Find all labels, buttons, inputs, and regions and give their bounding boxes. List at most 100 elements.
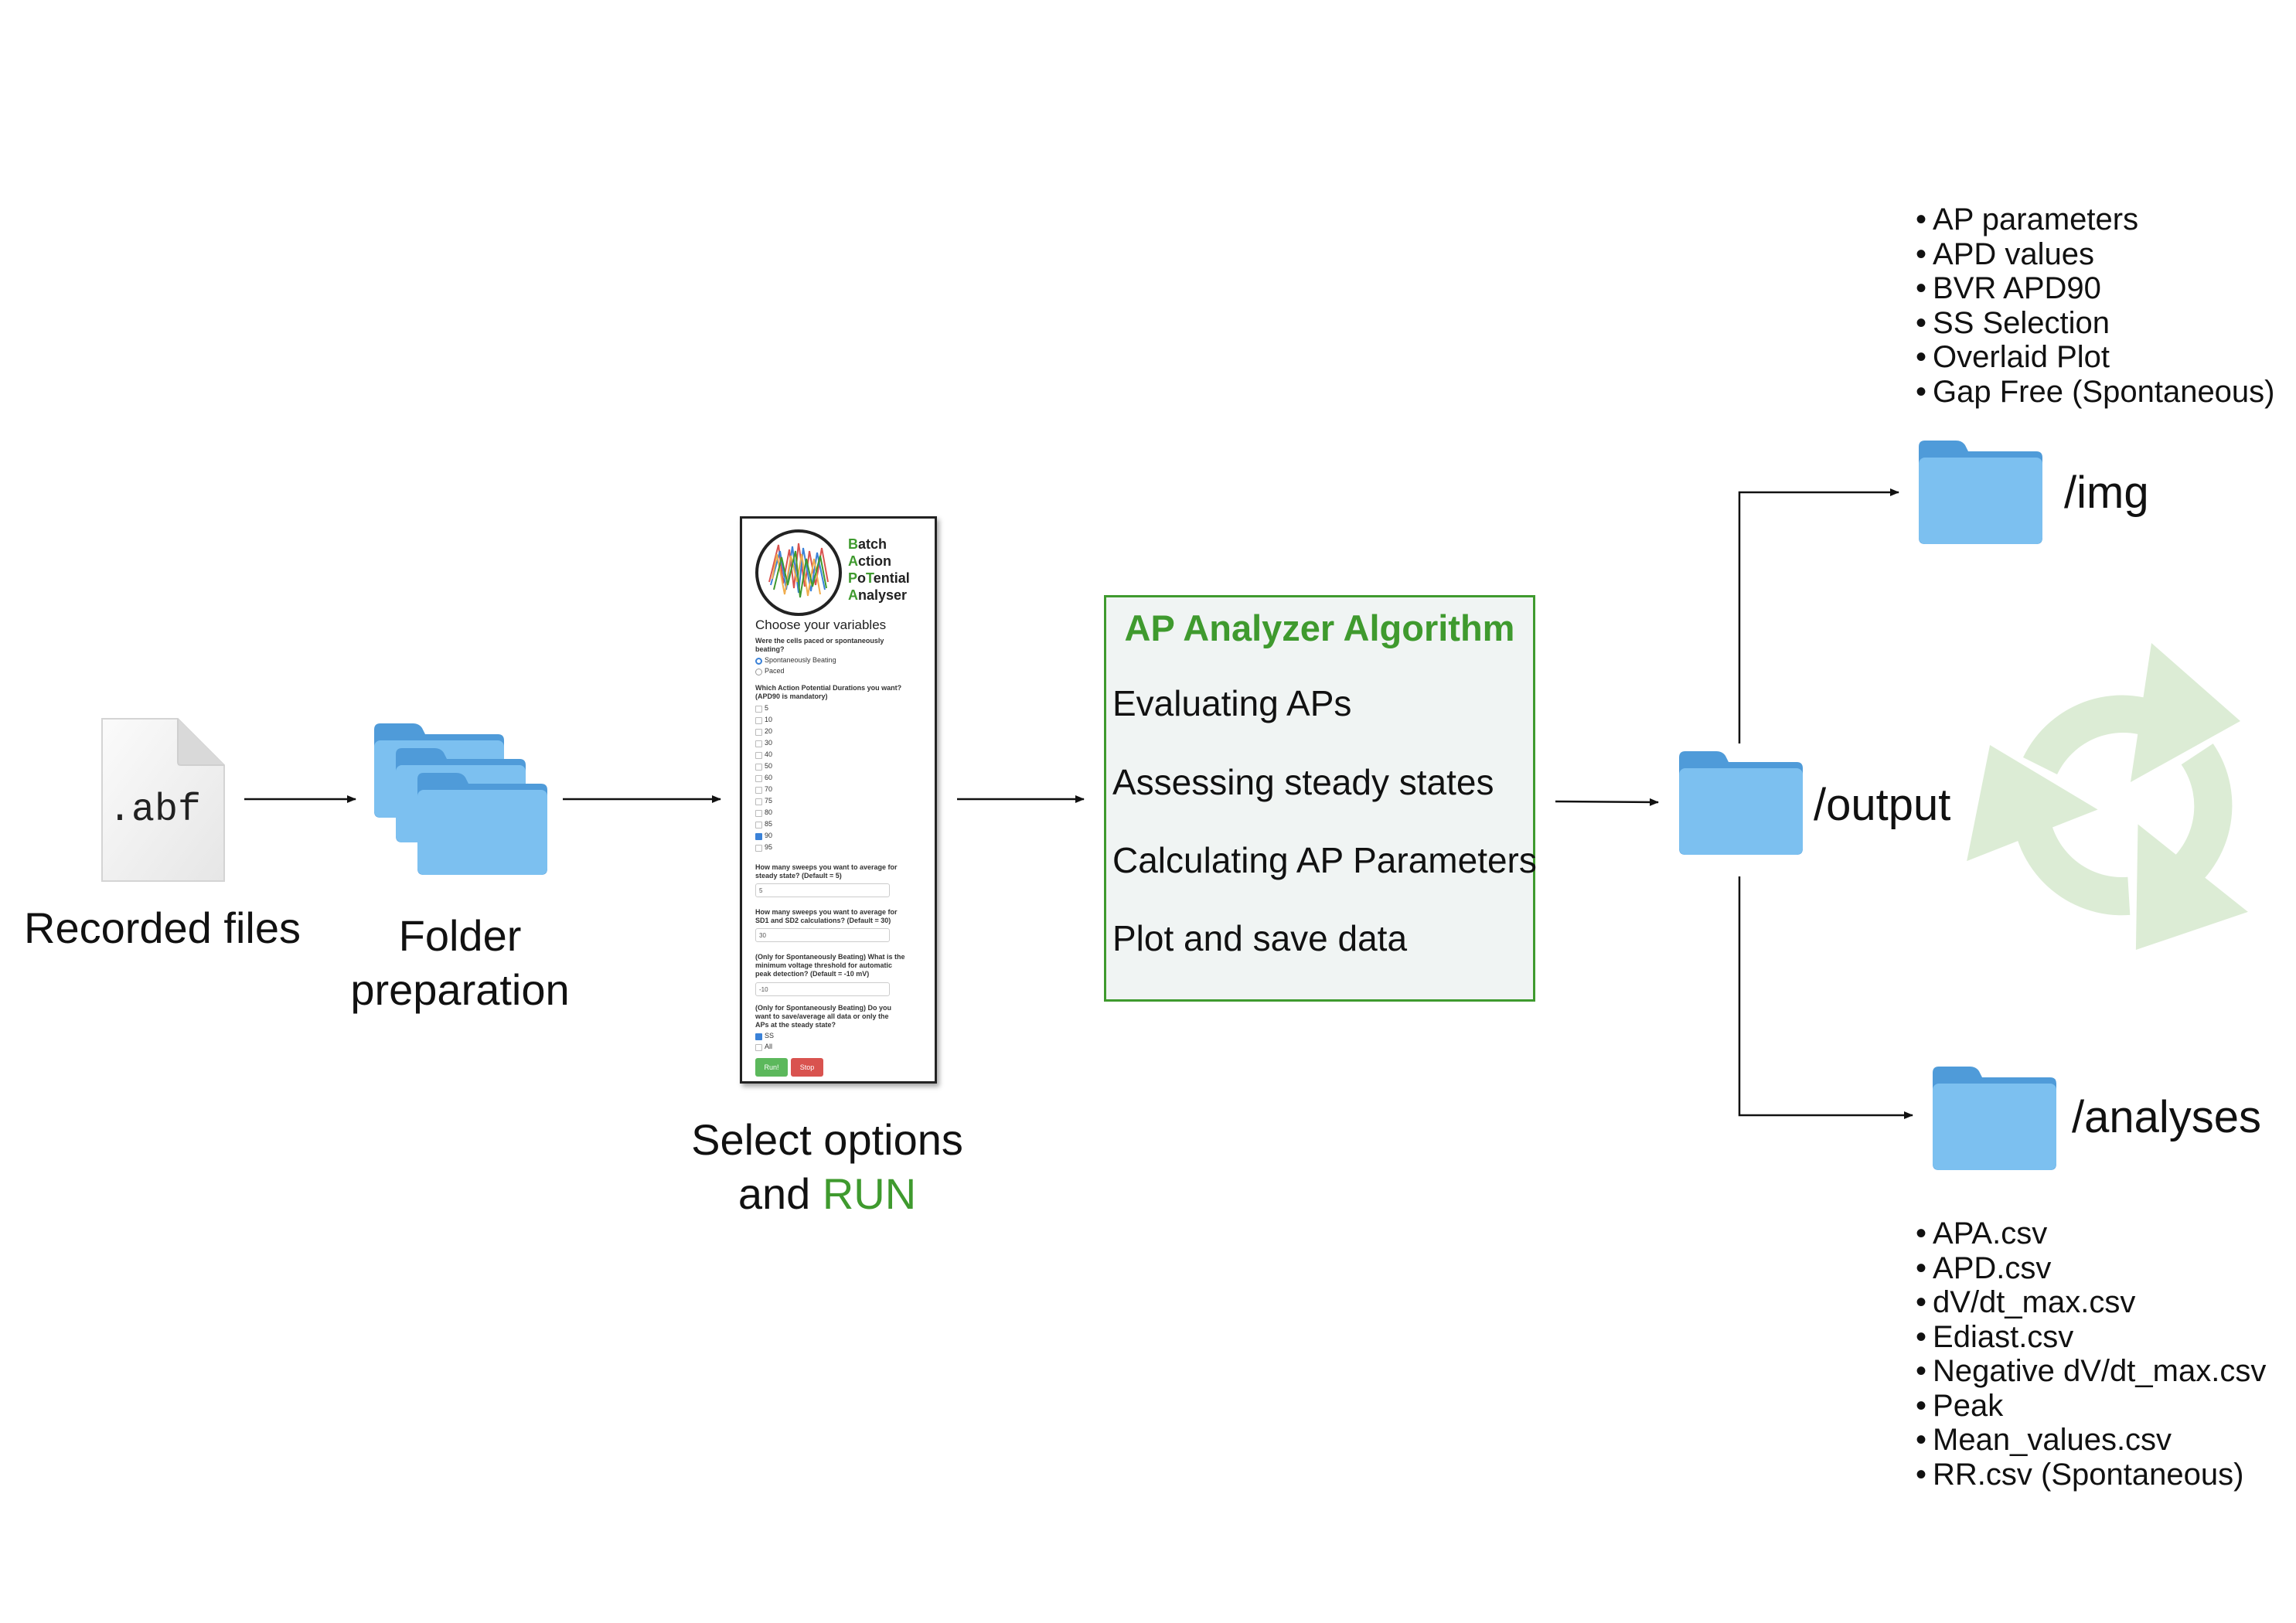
apd-checkbox[interactable] [755, 810, 762, 817]
apd-checkbox-label: 70 [765, 785, 773, 793]
logo-letter: A [848, 587, 858, 603]
file-extension: .abf [108, 788, 202, 832]
apd-checkbox[interactable] [755, 845, 762, 852]
analyses-folder-icon [1930, 1063, 2058, 1173]
app-heading: Choose your variables [755, 618, 887, 632]
apd-checkbox-label: 80 [765, 808, 773, 816]
algorithm-step: Calculating AP Parameters [1112, 840, 1537, 880]
run-accent-text: RUN [822, 1169, 917, 1218]
select-run-line2: and RUN [657, 1167, 997, 1221]
app-q4-line2: SD1 and SD2 calculations? (Default = 30) [755, 917, 891, 924]
arrow-algorithm-to-output [1555, 798, 1659, 806]
algorithm-step: Plot and save data [1112, 918, 1408, 958]
apd-checkbox[interactable] [755, 798, 762, 805]
app-q6-line2: want to save/average all data or only th… [755, 1012, 889, 1020]
list-item: RR.csv (Spontaneous) [1916, 1458, 2266, 1492]
radio-spontaneous[interactable] [755, 658, 762, 665]
app-logo-icon [754, 528, 843, 618]
app-q1-line2: beating? [755, 645, 785, 653]
app-q2-line2: (APD90 is mandatory) [755, 692, 828, 700]
apd-checkbox[interactable] [755, 787, 762, 794]
app-q2-line1: Which Action Potential Durations you wan… [755, 684, 902, 692]
select-run-prefix: and [738, 1169, 823, 1218]
apd-checkbox[interactable] [755, 706, 762, 713]
arrow-output-to-analyses [1738, 876, 1913, 1119]
checkbox-ss[interactable] [755, 1033, 762, 1040]
list-item: APD values [1916, 237, 2275, 272]
app-q5-line3: peak detection? (Default = -10 mV) [755, 970, 870, 978]
list-item: Gap Free (Spontaneous) [1916, 375, 2274, 410]
steady-state-sweeps-input[interactable]: 5 [755, 883, 890, 897]
output-folder-label: /output [1814, 780, 1951, 830]
folder-stack-icon [371, 719, 549, 881]
app-logo-text: Batch Action PoTential Analyser [848, 536, 910, 604]
list-item: Ediast.csv [1916, 1320, 2266, 1355]
list-item: SS Selection [1916, 306, 2275, 341]
apd-checkbox-label: 40 [765, 750, 773, 758]
radio-paced[interactable] [755, 669, 762, 675]
recorded-files-label: Recorded files [24, 903, 301, 952]
folder-preparation-line1: Folder [398, 911, 522, 960]
apd-checkbox[interactable] [755, 752, 762, 759]
img-contents-list: AP parametersAPD valuesBVR APD90SS Selec… [1916, 202, 2275, 410]
apd-checkbox-label: 50 [765, 762, 773, 770]
apd-checkbox[interactable] [755, 764, 762, 771]
list-item: APD.csv [1916, 1251, 2266, 1286]
apd-checkbox[interactable] [755, 740, 762, 747]
list-item: dV/dt_max.csv [1916, 1285, 2266, 1320]
list-item: BVR APD90 [1916, 271, 2275, 306]
apd-checkbox-label: 90 [765, 832, 773, 839]
algorithm-title: AP Analyzer Algorithm [1124, 607, 1515, 648]
apd-checkbox[interactable] [755, 729, 762, 736]
sd-sweeps-input[interactable]: 30 [755, 928, 890, 942]
apd-checkbox[interactable] [755, 717, 762, 724]
checkbox-all[interactable] [755, 1044, 762, 1051]
folder-preparation-label: Folder preparation [325, 909, 595, 1017]
select-run-label: Select options and RUN [657, 1113, 997, 1221]
app-q5-line2: minimum voltage threshold for automatic [755, 961, 893, 969]
img-folder-icon [1916, 437, 2044, 547]
list-item: Overlaid Plot [1916, 340, 2275, 375]
apd-checkbox-label: 20 [765, 727, 773, 735]
app-q6-line3: APs at the steady state? [755, 1021, 836, 1029]
app-screenshot: Batch Action PoTential Analyser Choose y… [740, 516, 937, 1084]
arrow-output-to-img [1738, 488, 1899, 743]
stop-button[interactable]: Stop [791, 1058, 823, 1077]
list-item: Peak [1916, 1389, 2266, 1424]
sd-sweeps-value: 30 [759, 932, 766, 939]
select-run-line1: Select options [691, 1115, 963, 1164]
run-button[interactable]: Run! [755, 1058, 788, 1077]
checkbox-all-label: All [765, 1043, 773, 1050]
apd-checkbox-label: 75 [765, 797, 773, 805]
radio-spontaneous-label: Spontaneously Beating [765, 656, 836, 664]
logo-word: o [857, 570, 867, 586]
logo-letter: B [848, 536, 858, 552]
list-item: Negative dV/dt_max.csv [1916, 1354, 2266, 1389]
analyses-contents-list: APA.csvAPD.csvdV/dt_max.csvEdiast.csvNeg… [1916, 1216, 2266, 1492]
logo-letter: T [866, 570, 874, 586]
logo-word: nalyser [858, 587, 908, 603]
app-q6-line1: (Only for Spontaneously Beating) Do you [755, 1004, 892, 1012]
logo-word: ential [873, 570, 910, 586]
app-q4-line1: How many sweeps you want to average for [755, 908, 898, 916]
apd-checkbox-label: 30 [765, 739, 773, 747]
folder-preparation-line2: preparation [350, 965, 570, 1014]
app-q3-line2: steady state? (Default = 5) [755, 872, 842, 880]
cycle-icon [1967, 643, 2248, 951]
logo-word: atch [858, 536, 887, 552]
apd-checkbox-label: 60 [765, 774, 773, 781]
apd-checkbox[interactable] [755, 833, 762, 840]
apd-checkbox-label: 10 [765, 716, 773, 723]
list-item: APA.csv [1916, 1216, 2266, 1251]
checkbox-ss-label: SS [765, 1032, 775, 1039]
logo-word: ction [858, 553, 891, 569]
radio-paced-label: Paced [765, 667, 785, 675]
apd-checkbox-label: 95 [765, 843, 773, 851]
algorithm-step: Assessing steady states [1112, 762, 1494, 802]
apd-checkbox[interactable] [755, 775, 762, 782]
voltage-threshold-input[interactable]: -10 [755, 982, 890, 996]
apd-checkbox[interactable] [755, 822, 762, 829]
app-q3-line1: How many sweeps you want to average for [755, 863, 898, 871]
logo-letter: P [848, 570, 858, 586]
